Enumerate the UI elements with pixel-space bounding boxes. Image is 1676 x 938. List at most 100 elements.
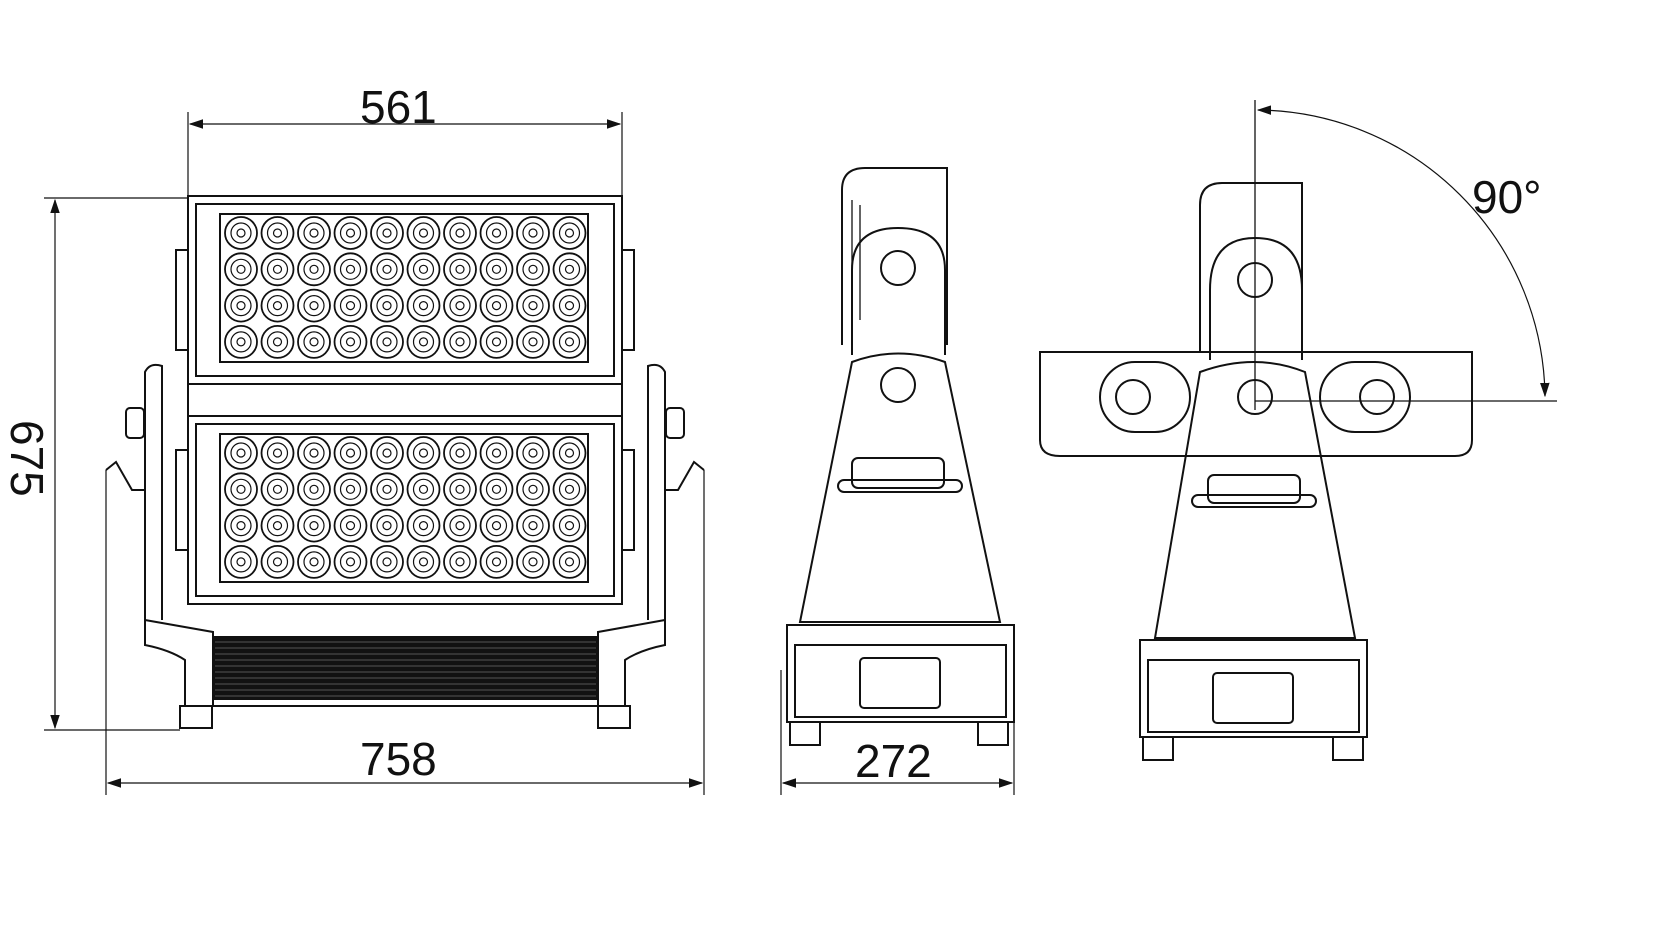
led-lens [339, 222, 362, 244]
led-lens [455, 448, 465, 458]
led-lens [516, 472, 550, 507]
led-lens [522, 295, 544, 317]
led-lens [558, 442, 581, 464]
led-lens [382, 520, 392, 531]
led-lens [224, 216, 258, 250]
led-lens [412, 551, 435, 573]
led-lens [230, 222, 252, 244]
led-lens [309, 557, 319, 567]
led-lens [309, 448, 319, 458]
led-lens [345, 264, 356, 274]
led-lens [412, 331, 435, 353]
led-lens [333, 216, 368, 250]
led-lens [522, 222, 544, 244]
led-lens [479, 288, 514, 323]
led-lens [303, 258, 325, 280]
led-lens [266, 514, 289, 537]
led-lens [333, 545, 368, 579]
led-lens [558, 551, 581, 573]
led-lens [370, 472, 404, 507]
led-lens [528, 228, 538, 238]
led-lens [345, 448, 356, 458]
led-lens [449, 222, 471, 244]
led-lens [236, 557, 246, 567]
led-lens [224, 545, 258, 579]
led-lens [406, 288, 441, 323]
led-lens [309, 337, 319, 347]
led-lens [236, 301, 246, 311]
led-lens [382, 301, 392, 311]
led-lens [485, 478, 508, 500]
led-lens [528, 264, 538, 274]
led-lens [443, 472, 477, 507]
led-lens [339, 478, 362, 500]
led-lens [303, 442, 325, 464]
led-lens [230, 331, 252, 353]
led-lens [303, 478, 325, 500]
led-lens [491, 484, 502, 494]
led-lens [491, 228, 502, 238]
led-lens [418, 337, 429, 347]
led-lens [564, 264, 575, 274]
led-lens [522, 331, 544, 353]
led-array [224, 216, 587, 579]
led-lens [406, 508, 441, 543]
led-lens [552, 216, 587, 250]
led-lens [345, 520, 356, 531]
led-lens [558, 222, 581, 244]
led-lens [455, 228, 465, 238]
led-lens [455, 301, 465, 311]
led-lens [370, 436, 404, 470]
angle-arc [1256, 105, 1550, 398]
led-lens [449, 331, 471, 353]
led-lens [266, 551, 289, 573]
led-lens [309, 228, 319, 238]
led-lens [376, 514, 398, 537]
led-lens [516, 436, 550, 470]
led-lens [339, 295, 362, 317]
led-lens [418, 228, 429, 238]
led-lens [370, 216, 404, 250]
led-lens [412, 258, 435, 280]
led-lens [260, 508, 295, 543]
side-view [786, 167, 1015, 746]
led-lens [455, 264, 465, 274]
dimension-height: 675 [1, 420, 53, 497]
led-lens [412, 442, 435, 464]
led-lens [485, 331, 508, 353]
led-lens [376, 331, 398, 353]
led-lens [528, 557, 538, 567]
led-lens [376, 295, 398, 317]
led-lens [266, 258, 289, 280]
led-lens [260, 288, 295, 323]
led-lens [309, 264, 319, 274]
led-lens [382, 337, 392, 347]
led-lens [297, 288, 331, 323]
led-lens [339, 514, 362, 537]
dimension-lines [44, 112, 1015, 795]
led-lens [418, 301, 429, 311]
led-lens [376, 551, 398, 573]
led-lens [224, 472, 258, 507]
led-lens [406, 324, 441, 359]
dimension-depth: 272 [855, 735, 932, 787]
led-lens [297, 508, 331, 543]
led-lens [418, 484, 429, 494]
led-lens [552, 324, 587, 359]
led-lens [552, 472, 587, 507]
led-lens [236, 264, 246, 274]
led-lens [376, 222, 398, 244]
led-lens [558, 295, 581, 317]
led-lens [224, 324, 258, 359]
led-lens [564, 448, 575, 458]
led-lens [272, 228, 283, 238]
led-lens [552, 288, 587, 323]
led-lens [272, 264, 283, 274]
led-lens [230, 551, 252, 573]
led-lens [485, 551, 508, 573]
led-lens [345, 301, 356, 311]
led-lens [224, 288, 258, 323]
led-lens [266, 442, 289, 464]
led-lens [224, 508, 258, 543]
led-lens [230, 478, 252, 500]
